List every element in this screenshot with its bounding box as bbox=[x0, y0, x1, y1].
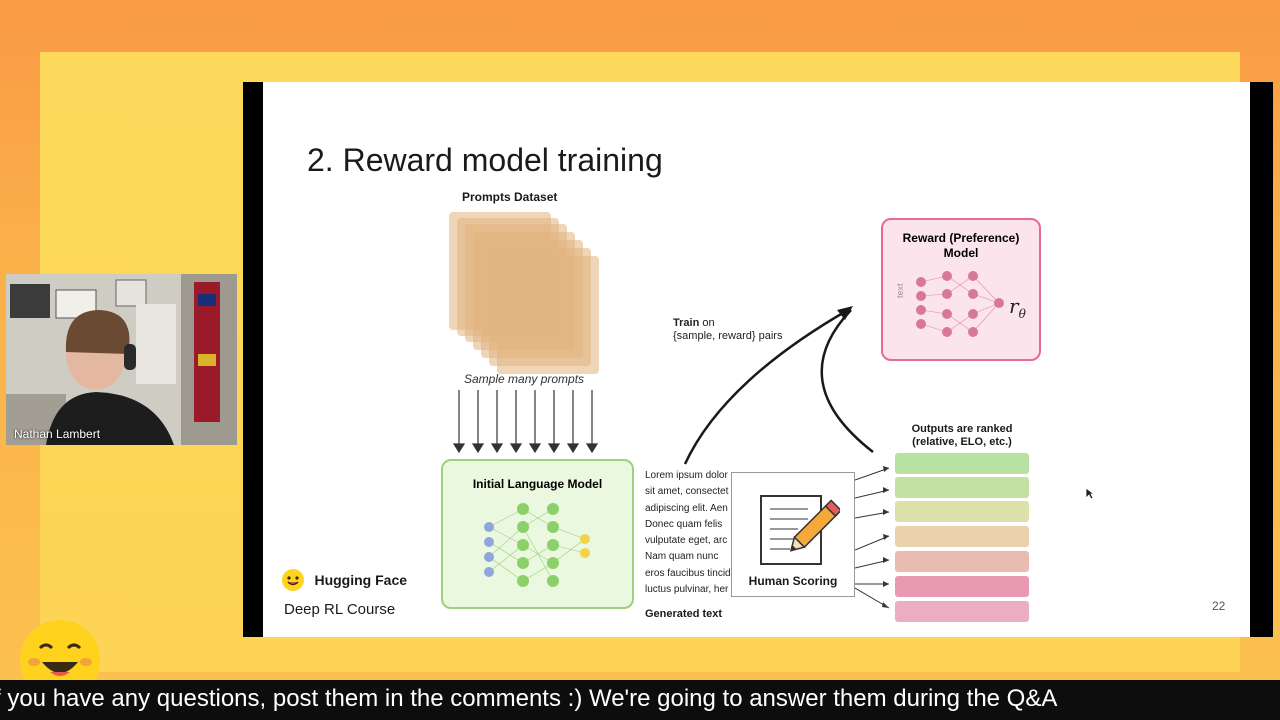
hugging-face-emoji-icon bbox=[18, 618, 102, 680]
ranked-output-bar bbox=[895, 526, 1029, 547]
mouse-cursor-icon bbox=[1085, 487, 1095, 500]
lm-label: Initial Language Model bbox=[472, 477, 603, 491]
presentation-slide: 2. Reward model training Prompts Dataset… bbox=[263, 82, 1250, 637]
slide-title: 2. Reward model training bbox=[307, 142, 663, 178]
generated-text-line: Nam quam nunc bbox=[645, 551, 719, 563]
human-scoring-box: Human Scoring bbox=[731, 472, 855, 597]
reward-model-label: Reward (Preference) Model bbox=[902, 231, 1020, 260]
ranked-output-bar bbox=[895, 501, 1029, 522]
pencil-paper-icon bbox=[760, 495, 840, 565]
ranked-output-bar bbox=[895, 453, 1029, 474]
webcam-feed: Nathan Lambert bbox=[6, 274, 237, 445]
train-arrow bbox=[683, 306, 874, 465]
reward-network-icon bbox=[916, 271, 1004, 337]
ranked-output-bar bbox=[895, 601, 1029, 622]
generated-text-line: sit amet, consectet bbox=[645, 486, 729, 498]
brand-name: Hugging Face bbox=[314, 572, 408, 588]
live-caption-text: f you have any questions, post them in t… bbox=[0, 685, 1058, 712]
generated-text-line: adipiscing elit. Aen bbox=[645, 502, 728, 514]
sample-prompts-label: Sample many prompts bbox=[464, 372, 585, 386]
webcam-scene bbox=[6, 274, 237, 445]
generated-text-block: Lorem ipsum dolor sit amet, consectet ad… bbox=[645, 468, 733, 598]
ranked-output-bar bbox=[895, 576, 1029, 597]
prompts-dataset-stack bbox=[449, 212, 599, 374]
train-label: Train on {sample, reward} pairs bbox=[673, 317, 783, 342]
generated-text-line: eros faucibus tincid bbox=[645, 567, 731, 579]
ranked-output-bar bbox=[895, 477, 1029, 498]
initial-language-model-box: Initial Language Model bbox=[441, 459, 634, 609]
reward-symbol: rθ bbox=[1009, 294, 1026, 321]
generated-text-line: Donec quam felis bbox=[645, 518, 723, 530]
webcam-participant-name: Nathan Lambert bbox=[14, 427, 101, 441]
generated-text-label: Generated text bbox=[645, 608, 723, 620]
hugging-face-logo: Hugging Face bbox=[281, 568, 407, 592]
down-arrows bbox=[452, 390, 599, 454]
ranked-output-bar bbox=[895, 551, 1029, 572]
live-caption-bar: f you have any questions, post them in t… bbox=[0, 680, 1280, 720]
page-number: 22 bbox=[1212, 599, 1226, 613]
ranked-label: Outputs are ranked (relative, ELO, etc.) bbox=[911, 423, 1013, 448]
reward-model-box: Reward (Preference) Model text rθ bbox=[881, 218, 1041, 361]
ranking-arrows bbox=[855, 466, 890, 609]
human-scoring-label: Human Scoring bbox=[748, 574, 838, 588]
hugging-face-icon bbox=[282, 569, 304, 591]
course-name: Deep RL Course bbox=[284, 601, 396, 618]
prompts-dataset-label: Prompts Dataset bbox=[462, 190, 558, 204]
generated-text-line: Lorem ipsum dolor bbox=[645, 470, 728, 481]
generated-text-line: vulputate eget, arc bbox=[645, 535, 728, 547]
language-model-network-icon bbox=[484, 503, 590, 587]
generated-text-line: luctus pulvinar, her bbox=[645, 584, 729, 596]
